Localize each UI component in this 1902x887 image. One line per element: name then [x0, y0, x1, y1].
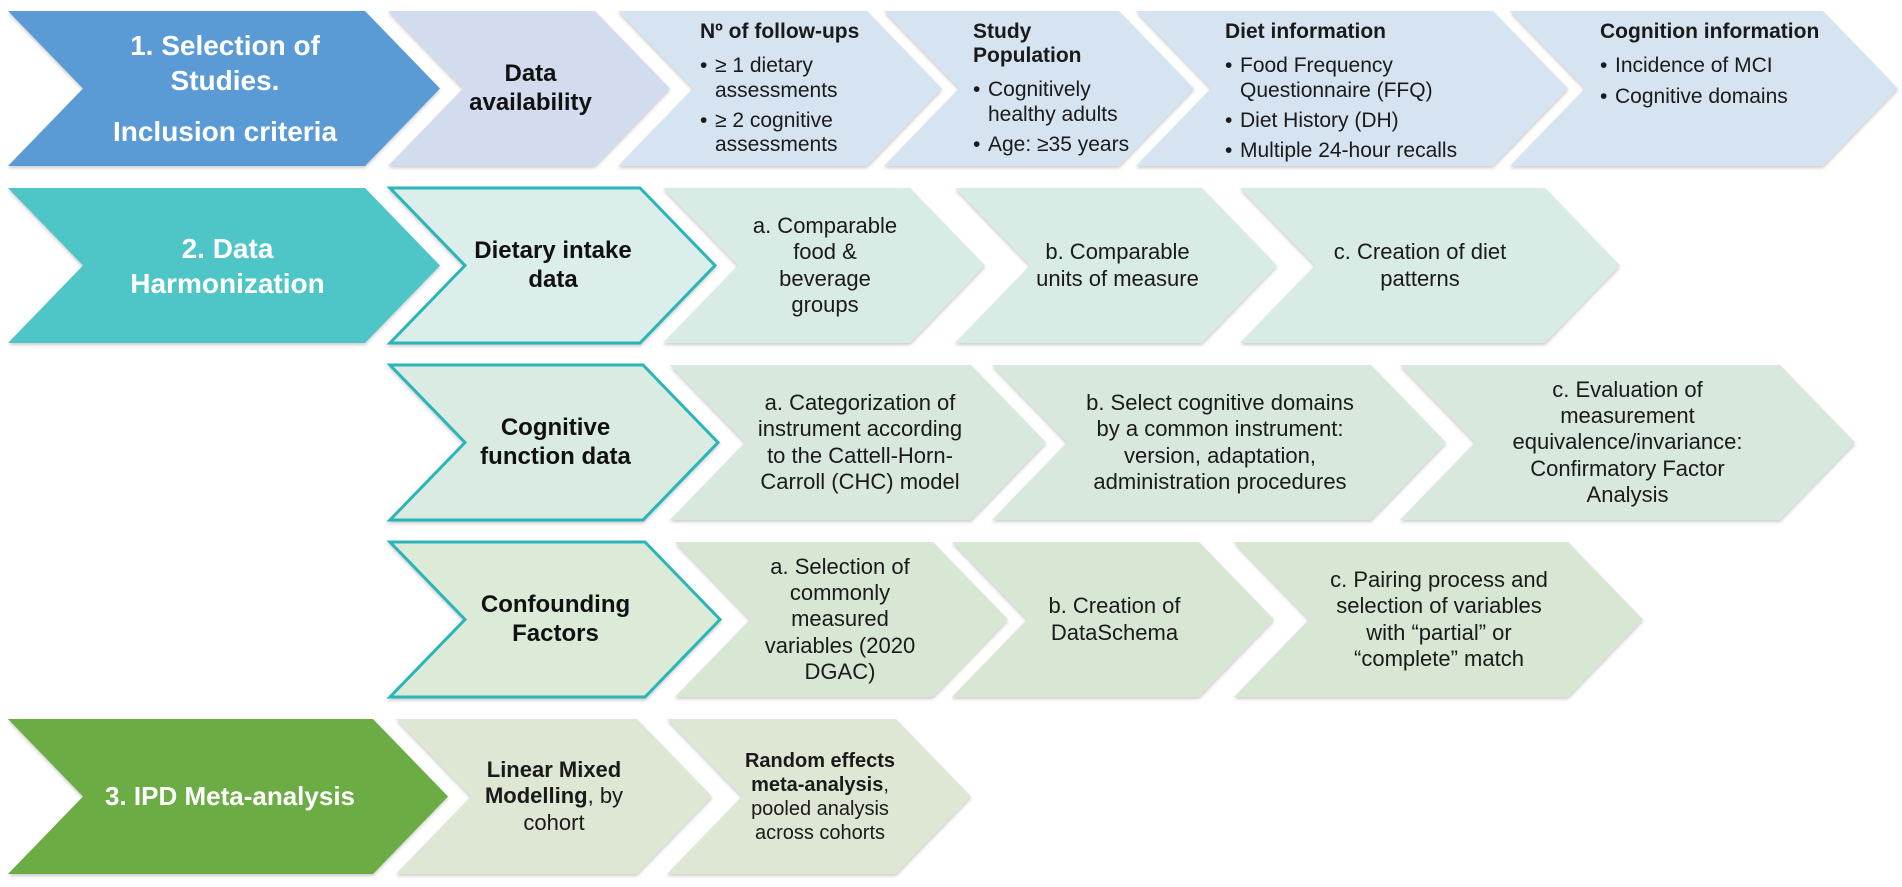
diet-information-label: Diet information •Food Frequency Questio…: [1225, 11, 1497, 166]
bullet-icon: •: [1600, 84, 1608, 108]
followups-title: Nº of follow-ups: [700, 20, 860, 43]
bullet-icon: •: [700, 108, 708, 132]
list-item: •Incidence of MCI: [1600, 54, 1773, 78]
followups-label: Nº of follow-ups •≥ 1 dietary assessment…: [700, 11, 875, 166]
list-item: •Diet History (DH): [1225, 108, 1399, 132]
chevron-diet-step-c: [1240, 188, 1620, 343]
chevron-confounding-step-c: [1234, 542, 1643, 697]
diet-step-c-label: c. Creation of diet patterns: [1333, 239, 1507, 291]
chevron-stage-harmonization: [8, 188, 440, 343]
chevron-stage-selection: [8, 11, 440, 166]
chevron-diet-step-b: [955, 188, 1277, 343]
study-population-title: Study Population: [973, 20, 1082, 68]
lmm-rest-text: , by cohort: [523, 783, 624, 835]
chevron-cognitive-step-b: [992, 365, 1446, 520]
dietary-intake-data-label: Dietary intake data: [474, 237, 632, 293]
cognitive-step-c-label: c. Evaluation of measurement equivalence…: [1512, 376, 1743, 508]
stage-harmonization-label: 2. Data Harmonization: [130, 232, 325, 299]
cognition-information-label: Cognition information •Incidence of MCI …: [1600, 11, 1860, 166]
chevron-dietary-intake-data: [386, 186, 718, 345]
linear-mixed-modelling-label: Linear Mixed Modelling, by cohort: [474, 719, 634, 874]
confounding-step-a-label: a. Selection of commonly measured variab…: [764, 553, 916, 685]
list-item: •Cognitive domains: [1600, 84, 1788, 108]
random-effects-label: Random effects meta-analysis, pooled ana…: [740, 719, 900, 874]
confounding-step-c-label: c. Pairing process and selection of vari…: [1330, 566, 1548, 671]
list-item: •Cognitively healthy adults: [973, 78, 1118, 126]
stage-selection-line2: Inclusion criteria: [112, 116, 338, 147]
list-item: •Food Frequency Questionnaire (FFQ): [1225, 54, 1433, 102]
lmm-bold-text: Linear Mixed Modelling: [484, 756, 622, 809]
diet-step-b-label: b. Comparable units of measure: [1036, 239, 1199, 291]
chevron-diet-step-a: [663, 188, 985, 343]
cognition-information-title: Cognition information: [1600, 20, 1820, 43]
re-rest-text: , pooled analysis across cohorts: [751, 773, 889, 844]
re-bold-text: Random effects meta-analysis: [744, 749, 896, 796]
chevron-linear-mixed-modelling: [396, 719, 712, 874]
bullet-icon: •: [973, 78, 981, 102]
cognitive-function-data-label: Cognitive function data: [480, 414, 631, 470]
chevron-study-population: [884, 11, 1194, 166]
list-item: •Age: ≥35 years: [973, 133, 1130, 156]
confounding-factors-label: Confounding Factors: [480, 591, 631, 647]
bullet-icon: •: [1225, 139, 1233, 163]
stage-selection-label: 1. Selection of Studies. Inclusion crite…: [85, 11, 365, 166]
bullet-icon: •: [700, 54, 708, 78]
confounding-step-b-label: b. Creation of DataSchema: [1048, 593, 1181, 645]
bullet-icon: •: [1225, 54, 1233, 78]
chevron-confounding-step-a: [675, 542, 1008, 697]
cognitive-step-b-label: b. Select cognitive domains by a common …: [1086, 389, 1354, 494]
diet-step-a-label: a. Comparable food & beverage groups: [752, 212, 898, 317]
chevron-confounding-step-b: [952, 542, 1274, 697]
list-item: •Multiple 24-hour recalls: [1225, 139, 1458, 163]
chevron-cognitive-step-a: [670, 365, 1046, 520]
stage-selection-line1: 1. Selection of Studies.: [130, 30, 320, 96]
chevron-cognitive-step-c: [1400, 365, 1855, 520]
cognitive-step-a-label: a. Categorization of instrument accordin…: [757, 389, 963, 494]
list-item: •≥ 2 cognitive assessments: [700, 108, 838, 157]
chevron-cognitive-function-data: [386, 363, 721, 522]
chevron-diet-information: [1136, 11, 1568, 166]
diet-information-title: Diet information: [1225, 20, 1386, 43]
chevron-random-effects: [667, 719, 971, 874]
bullet-icon: •: [1600, 54, 1608, 78]
study-population-label: Study Population •Cognitively healthy ad…: [973, 11, 1133, 166]
bullet-icon: •: [973, 133, 981, 156]
list-item: •≥ 1 dietary assessments: [700, 54, 838, 102]
chevron-followups: [618, 11, 942, 166]
data-availability-label: Data availability: [469, 60, 592, 116]
chevron-stage-meta-analysis: [8, 719, 448, 874]
stage-meta-analysis-label: 3. IPD Meta-analysis: [105, 781, 355, 812]
chevron-confounding-factors: [386, 540, 723, 699]
chevron-data-availability: [388, 11, 670, 166]
chevron-cognition-information: [1510, 11, 1898, 166]
bullet-icon: •: [1225, 108, 1233, 132]
